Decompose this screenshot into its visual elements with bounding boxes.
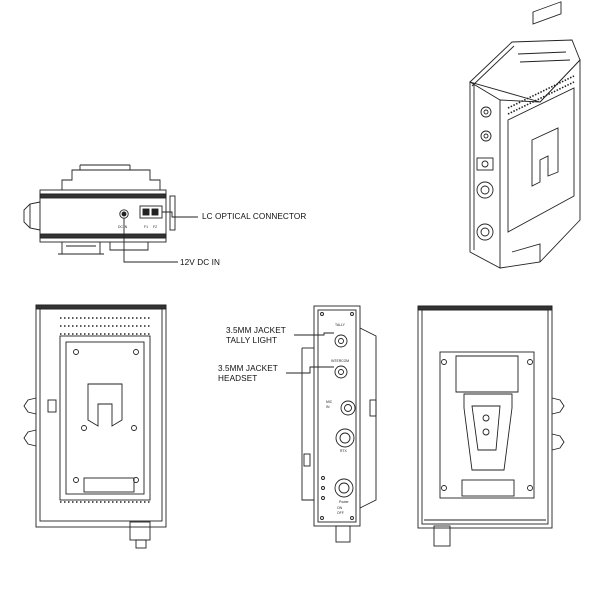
top-view	[23, 164, 198, 263]
front-tally-jack	[334, 334, 348, 348]
callout-tally-line1: 3.5MM JACKET	[226, 326, 286, 335]
front-bottom-connector	[335, 525, 351, 543]
rear-view-vmount	[87, 383, 123, 427]
panel-label-mic-in: IN	[326, 405, 330, 409]
panel-label-mic: MIC	[326, 400, 333, 404]
panel-label-f1: F1	[144, 225, 148, 229]
back-plate-body	[417, 305, 553, 529]
panel-label-tally: TALLY	[335, 323, 346, 327]
callout-headset-line2: HEADSET	[218, 374, 258, 383]
panel-label-f2: F2	[153, 225, 157, 229]
panel-label-power-off: OFF	[337, 511, 344, 515]
rear-view	[23, 304, 167, 549]
callout-lc-optical-connector: LC OPTICAL CONNECTOR	[202, 212, 307, 221]
panel-label-dc-in: DC IN	[118, 225, 128, 229]
callout-12v-dc-in: 12V DC IN	[180, 258, 221, 267]
back-plate-view	[417, 305, 565, 547]
rear-view-vent-rows	[60, 317, 150, 503]
dc-in-leader	[123, 218, 178, 263]
front-power-connector	[334, 478, 354, 498]
iso-tally-jack	[480, 106, 492, 118]
iso-headset-jack	[480, 130, 492, 142]
iso-mic-connector	[476, 157, 494, 171]
rear-view-bottom-connector	[129, 521, 151, 541]
back-plate-mount	[439, 351, 535, 499]
back-plate-bottom-connector	[433, 525, 451, 547]
tally-leader	[294, 332, 334, 336]
iso-power-connector	[476, 223, 494, 241]
iso-vent-rows	[507, 75, 575, 115]
lc-optical-leader	[162, 211, 198, 218]
iso-battery-plate	[507, 87, 575, 233]
top-view-rail	[39, 193, 167, 199]
panel-label-intercom: INTERCOM	[331, 359, 349, 363]
panel-label-power-on: ON	[337, 506, 343, 510]
front-panel-view	[286, 305, 377, 543]
iso-rtx-connector	[476, 181, 494, 199]
front-headset-jack	[334, 365, 348, 379]
panel-label-power: Power	[339, 500, 349, 504]
front-mic-connector	[340, 400, 356, 416]
top-view-plate	[61, 169, 161, 190]
callout-headset-line1: 3.5MM JACKET	[218, 364, 278, 373]
top-view-body	[39, 189, 167, 243]
back-plate-vlock	[463, 393, 513, 471]
callout-tally-line2: TALLY LIGHT	[226, 336, 278, 345]
front-rtx-connector	[335, 428, 355, 448]
rear-view-battery-plate	[59, 335, 151, 501]
headset-leader	[286, 366, 334, 374]
rear-view-latch	[47, 399, 57, 413]
panel-label-rtx: RTX	[340, 449, 347, 453]
isometric-view	[469, 1, 581, 269]
